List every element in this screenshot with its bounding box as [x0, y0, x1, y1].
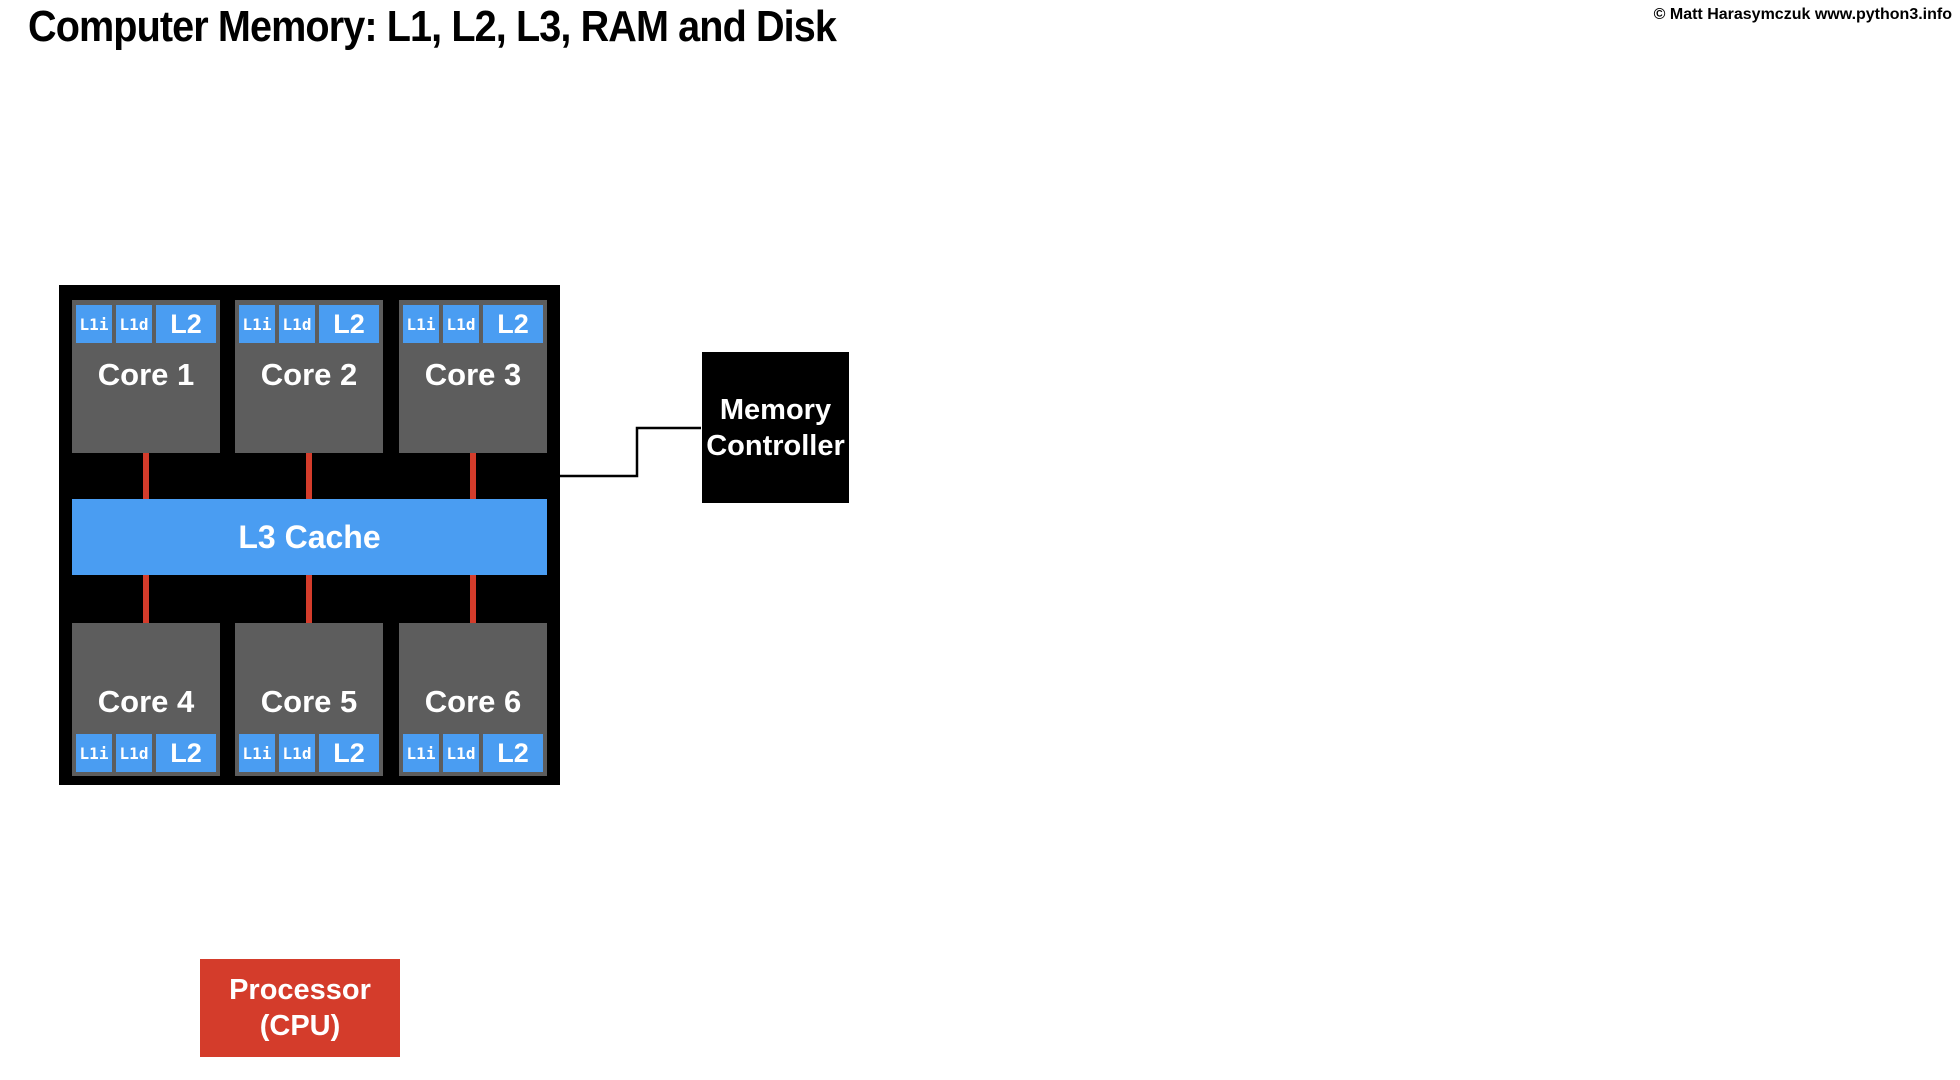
l1d-cache-box: L1d — [443, 305, 479, 343]
core-l3-connector-line — [470, 453, 476, 499]
core-l3-connector-line — [143, 575, 149, 623]
l3-cache-bar: L3 Cache — [72, 499, 547, 575]
l1i-cache-box: L1i — [239, 305, 275, 343]
cache-row: L1i L1d L2 — [239, 305, 379, 343]
l1i-cache-box: L1i — [403, 734, 439, 772]
core-box-5: Core 5 L1i L1d L2 — [235, 623, 383, 776]
copyright-text: © Matt Harasymczuk www.python3.info — [1653, 6, 1952, 23]
core-box-1: L1i L1d L2 Core 1 — [72, 300, 220, 453]
cache-row: L1i L1d L2 — [403, 734, 543, 772]
spacer — [235, 623, 383, 684]
l1d-cache-box: L1d — [279, 305, 315, 343]
l2-cache-box: L2 — [319, 734, 379, 772]
l1d-cache-box: L1d — [279, 734, 315, 772]
l2-cache-box: L2 — [319, 305, 379, 343]
core-label: Core 1 — [97, 357, 195, 392]
core-label: Core 3 — [424, 357, 522, 392]
l2-cache-box: L2 — [156, 734, 216, 772]
l1d-cache-box: L1d — [443, 734, 479, 772]
core-l3-connector-line — [306, 453, 312, 499]
l2-cache-box: L2 — [483, 305, 543, 343]
core-box-2: L1i L1d L2 Core 2 — [235, 300, 383, 453]
l1i-cache-box: L1i — [239, 734, 275, 772]
core-label: Core 6 — [424, 684, 522, 719]
cache-row: L1i L1d L2 — [403, 305, 543, 343]
l1i-cache-box: L1i — [76, 305, 112, 343]
cache-row: L1i L1d L2 — [76, 305, 216, 343]
processor-cpu-box: Processor (CPU) — [200, 959, 400, 1057]
cache-row: L1i L1d L2 — [76, 734, 216, 772]
cache-row: L1i L1d L2 — [239, 734, 379, 772]
l2-cache-box: L2 — [156, 305, 216, 343]
l1i-cache-box: L1i — [76, 734, 112, 772]
core-box-6: Core 6 L1i L1d L2 — [399, 623, 547, 776]
spacer — [72, 623, 220, 684]
cpu-package: L1i L1d L2 Core 1 L1i L1d L2 Core 2 L1i … — [59, 285, 560, 785]
core-box-4: Core 4 L1i L1d L2 — [72, 623, 220, 776]
l1d-cache-box: L1d — [116, 305, 152, 343]
l1i-cache-box: L1i — [403, 305, 439, 343]
memory-controller-box: Memory Controller — [702, 352, 849, 503]
core-l3-connector-line — [143, 453, 149, 499]
spacer — [399, 623, 547, 684]
core-label: Core 2 — [260, 357, 358, 392]
core-l3-connector-line — [306, 575, 312, 623]
l2-cache-box: L2 — [483, 734, 543, 772]
core-label: Core 4 — [97, 684, 195, 719]
core-box-3: L1i L1d L2 Core 3 — [399, 300, 547, 453]
core-l3-connector-line — [470, 575, 476, 623]
l1d-cache-box: L1d — [116, 734, 152, 772]
core-label: Core 5 — [260, 684, 358, 719]
page-title: Computer Memory: L1, L2, L3, RAM and Dis… — [28, 2, 837, 51]
